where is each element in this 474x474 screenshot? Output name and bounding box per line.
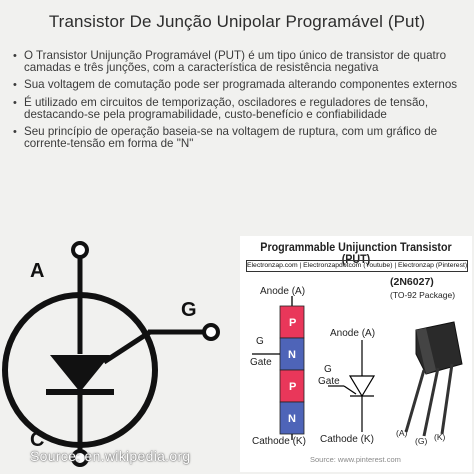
credit-line: Electronzap.com | Electronzapdotcom (You…	[246, 260, 468, 272]
part-number: (2N6027)	[390, 276, 434, 288]
pin-g-lead	[422, 367, 440, 437]
cathode-terminal	[71, 449, 89, 467]
stack-anode-label: Anode (A)	[260, 286, 306, 297]
bullet-item: • O Transistor Unijunção Programável (PUT…	[10, 49, 468, 75]
layer-letter: N	[288, 349, 296, 361]
to92-face	[416, 328, 436, 374]
pin-g-label: (G)	[415, 436, 428, 446]
put-symbol-diagram: A G C	[2, 241, 220, 467]
put-structure-figure: Programmable Unijunction Transistor (PUT…	[240, 236, 472, 472]
bullet-dot: •	[13, 79, 17, 92]
package-label: (TO-92 Package)	[390, 290, 456, 300]
page-title: Transistor De Junção Unipolar Programáve…	[48, 12, 426, 31]
gate-terminal	[202, 323, 220, 341]
anode-label: A	[30, 260, 44, 282]
symbol-anode-label: Anode (A)	[330, 328, 376, 339]
cathode-label: C	[30, 429, 44, 451]
bullet-item: • Sua voltagem de comutação pode ser prog…	[10, 78, 468, 92]
pinterest-source: Source: www.pinterest.com	[310, 455, 401, 464]
symbol-cathode-label: Cathode (K)	[320, 434, 374, 445]
gate-label: G	[181, 299, 197, 321]
layer-letter: P	[289, 317, 296, 329]
bullet-list: • O Transistor Unijunção Programável (PUT…	[10, 49, 468, 155]
bullet-item: • Seu princípio de operação baseia-se na …	[10, 125, 468, 151]
bullet-text: Sua voltagem de comutação pode ser progr…	[24, 78, 458, 92]
anode-terminal	[71, 241, 89, 259]
diode-triangle	[50, 355, 110, 392]
layer-n2	[279, 401, 305, 435]
pin-k-lead	[440, 363, 454, 435]
bullet-text: Seu princípio de operação baseia-se na v…	[24, 125, 438, 151]
gate-diagonal	[102, 329, 152, 365]
layer-letter: N	[288, 413, 296, 425]
stack-gate-label: Gate	[250, 357, 272, 368]
put-structure-diagram: P N P N	[252, 296, 463, 440]
source-caption: Source: en.wikipedia.org	[30, 448, 191, 464]
symbol-diode	[348, 375, 376, 398]
symbol-gate-diag	[343, 385, 357, 395]
bullet-dot: •	[13, 96, 17, 109]
layer-letter: P	[289, 381, 296, 393]
bullet-text: O Transistor Unijunção Programável (PUT)…	[24, 49, 447, 75]
bullet-item: • É utilizado em circuitos de temporizaçã…	[10, 95, 468, 121]
stack-gate-g-label: G	[256, 336, 264, 347]
bullet-dot: •	[13, 126, 17, 139]
symbol-gate-label: Gate	[318, 376, 340, 387]
pin-k-label: (K)	[434, 432, 446, 442]
bullet-dot: •	[13, 50, 17, 62]
bullet-text: É utilizado em circuitos de temporização…	[24, 95, 429, 121]
symbol-gate-g-label: G	[324, 364, 332, 375]
put-symbol-figure: A G C Source: en.wikipedia.org	[0, 240, 232, 474]
stack-cathode-label: Cathode (K)	[252, 436, 306, 447]
pin-a-label: (A)	[396, 428, 408, 438]
pin-a-lead	[404, 369, 426, 433]
